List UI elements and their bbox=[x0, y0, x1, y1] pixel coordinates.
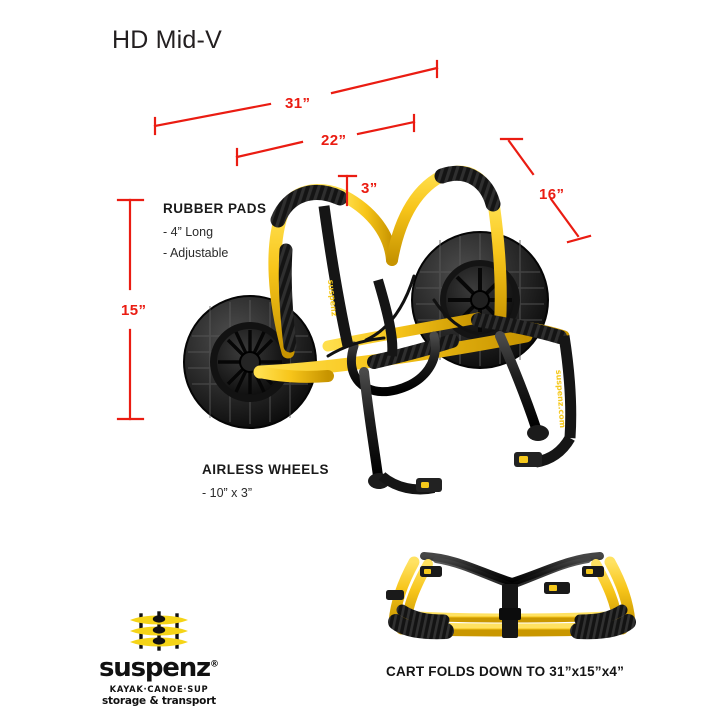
logo-registered-mark: ® bbox=[209, 659, 219, 670]
kayak-rack-icon bbox=[130, 611, 188, 651]
dimension-label-22: 22” bbox=[321, 132, 347, 149]
dimension-label-16: 16” bbox=[539, 186, 565, 203]
callout-airless-wheels-line-1: - 10” x 3” bbox=[202, 486, 253, 500]
svg-text:suspenz.com: suspenz.com bbox=[554, 370, 567, 429]
logo-tagline-categories: KAYAK·CANOE·SUP bbox=[109, 684, 209, 694]
svg-text:suspenz: suspenz bbox=[326, 279, 339, 317]
callout-airless-wheels-title: AIRLESS WHEELS bbox=[202, 462, 330, 477]
folded-cart-caption: CART FOLDS DOWN TO 31”x15”x4” bbox=[386, 664, 625, 679]
dimension-label-15: 15” bbox=[121, 302, 147, 319]
branded-straps: suspenz suspenz.com bbox=[318, 205, 577, 495]
callout-rubber-pads-line-1: - 4” Long bbox=[163, 225, 214, 239]
folded-center-strap bbox=[499, 584, 521, 638]
dimension-label-31: 31” bbox=[285, 95, 311, 112]
page-title: HD Mid-V bbox=[112, 26, 222, 54]
brand-logo: suspenz® KAYAK·CANOE·SUP storage & trans… bbox=[84, 606, 234, 707]
folded-product-illustration bbox=[378, 550, 648, 640]
rubber-pads bbox=[270, 165, 567, 369]
callout-rubber-pads-line-2: - Adjustable bbox=[163, 246, 229, 260]
logo-wordmark: suspenz® bbox=[84, 655, 234, 681]
dimension-label-3: 3” bbox=[361, 180, 378, 197]
main-product-illustration: suspenz suspenz.com bbox=[183, 165, 577, 495]
logo-wordmark-text: suspenz bbox=[99, 653, 211, 683]
folded-side-straps bbox=[386, 566, 604, 600]
logo-tagline-storage: storage & transport bbox=[102, 695, 216, 707]
callout-rubber-pads-title: RUBBER PADS bbox=[163, 201, 267, 216]
folded-rubber-pads bbox=[388, 604, 636, 640]
front-wheel bbox=[183, 295, 317, 429]
